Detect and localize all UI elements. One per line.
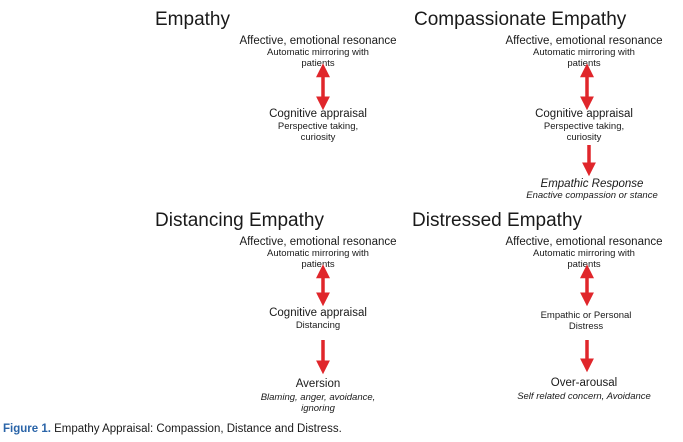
panel-distressed-empathy: Distressed Empathy Affective, emotional … xyxy=(412,210,663,402)
panel-title: Distressed Empathy xyxy=(412,210,583,231)
node-heading: Affective, emotional resonance xyxy=(505,236,662,248)
node-subtext: Automatic mirroring with xyxy=(267,47,369,58)
node-subtext: patients xyxy=(567,58,601,69)
node-heading: Cognitive appraisal xyxy=(269,108,367,120)
node-subtext: Blaming, anger, avoidance, xyxy=(261,392,376,403)
node-subtext: Perspective taking, xyxy=(278,121,358,132)
node-subtext: Empathic or Personal xyxy=(541,310,632,321)
panel-title: Distancing Empathy xyxy=(155,210,324,231)
panel-distancing-empathy: Distancing Empathy Affective, emotional … xyxy=(155,210,397,414)
node-heading: Cognitive appraisal xyxy=(535,108,633,120)
node-heading: Affective, emotional resonance xyxy=(239,236,396,248)
figure-label: Figure 1. xyxy=(3,423,51,435)
node-subtext: curiosity xyxy=(301,132,336,143)
node-heading: Affective, emotional resonance xyxy=(505,35,662,47)
panel-title: Empathy xyxy=(155,9,230,30)
node-heading: Affective, emotional resonance xyxy=(239,35,396,47)
figure-caption: Figure 1. Empathy Appraisal: Compassion,… xyxy=(3,423,342,435)
node-heading: Over-arousal xyxy=(551,377,617,389)
panel-title: Compassionate Empathy xyxy=(414,9,627,30)
node-subtext: curiosity xyxy=(567,132,602,143)
node-subtext: patients xyxy=(301,58,335,69)
node-subtext: Automatic mirroring with xyxy=(267,248,369,259)
node-subtext: Automatic mirroring with xyxy=(533,248,635,259)
node-subtext: Distress xyxy=(569,321,604,332)
node-subtext: Distancing xyxy=(296,320,340,331)
panel-compassionate-empathy: Compassionate Empathy Affective, emotion… xyxy=(414,9,663,201)
node-subtext: Self related concern, Avoidance xyxy=(517,391,651,402)
node-heading: Aversion xyxy=(296,378,341,390)
node-subtext: ignoring xyxy=(301,403,336,414)
figure-caption-text: Empathy Appraisal: Compassion, Distance … xyxy=(54,423,342,435)
node-subtext: patients xyxy=(567,259,601,270)
node-heading: Cognitive appraisal xyxy=(269,307,367,319)
node-subtext: Perspective taking, xyxy=(544,121,624,132)
node-heading: Empathic Response xyxy=(541,178,644,190)
node-subtext: Enactive compassion or stance xyxy=(526,190,657,201)
panel-empathy: Empathy Affective, emotional resonance A… xyxy=(155,9,397,143)
node-subtext: patients xyxy=(301,259,335,270)
node-subtext: Automatic mirroring with xyxy=(533,47,635,58)
